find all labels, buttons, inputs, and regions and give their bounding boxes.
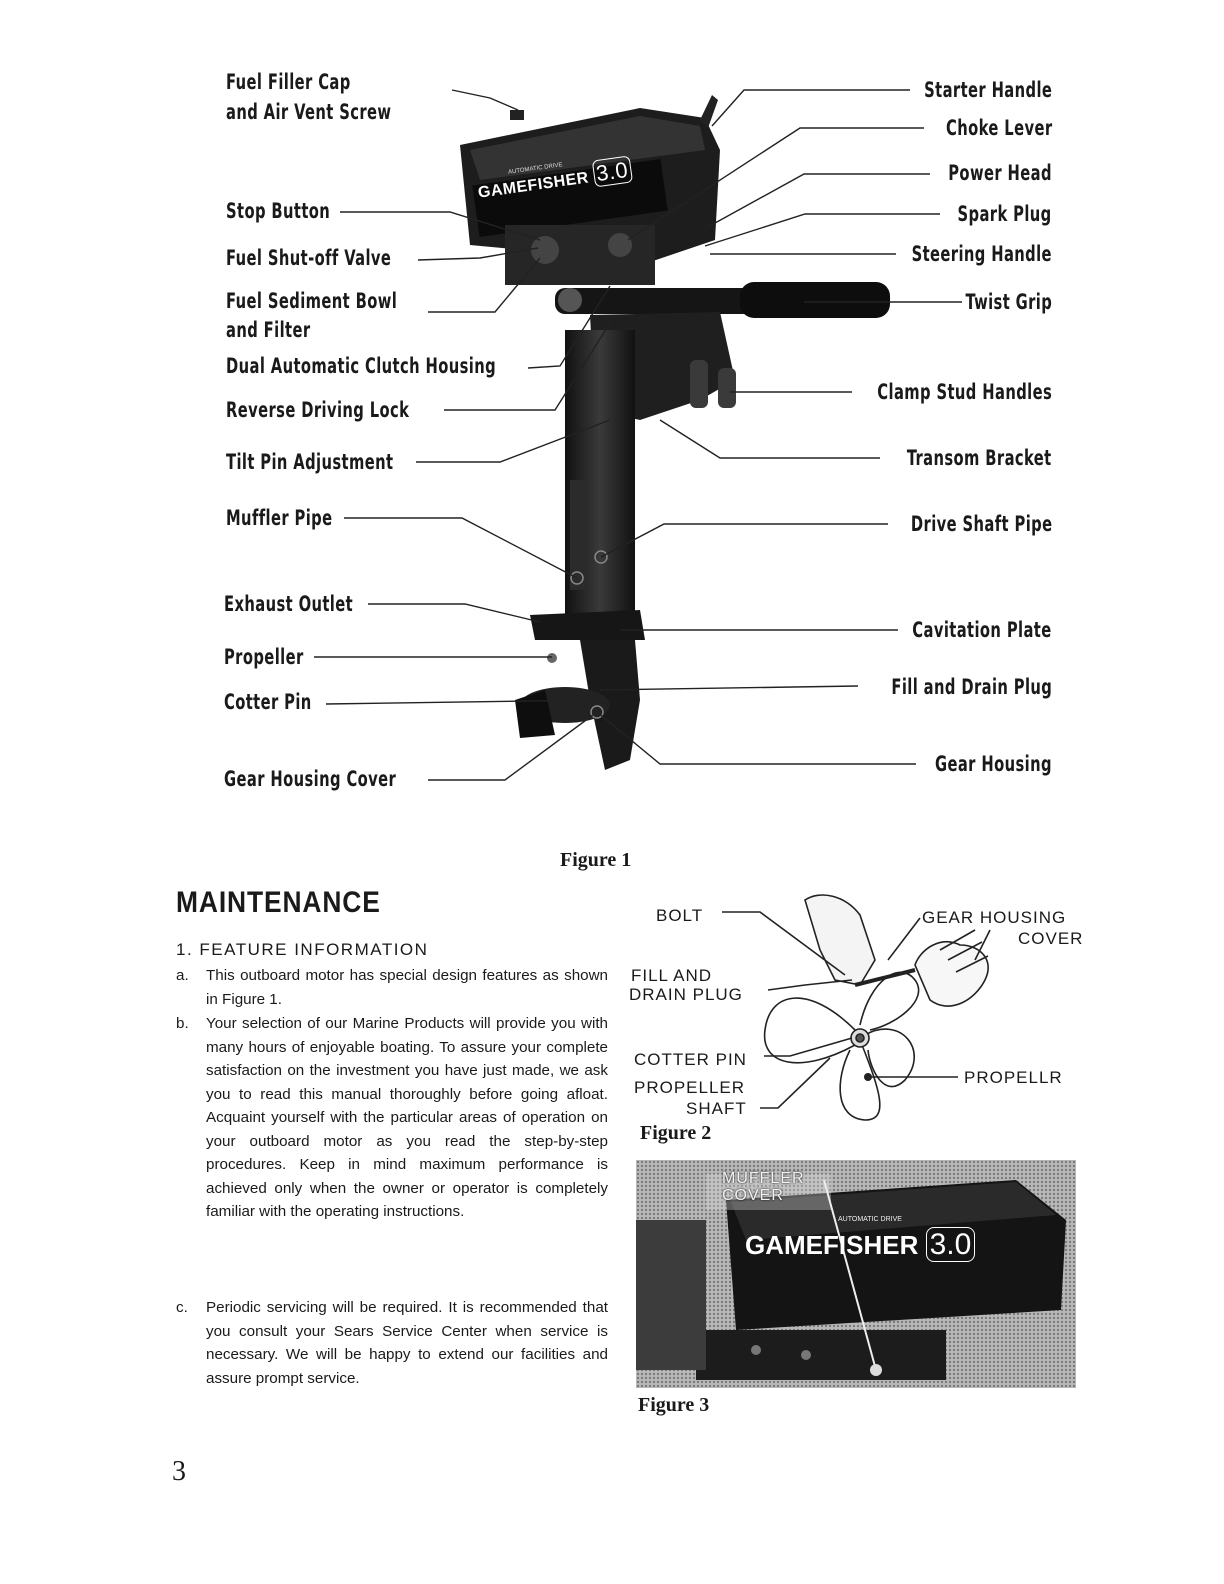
figure-3-badge-text: GAMEFISHER bbox=[745, 1230, 918, 1260]
figure-3-photo bbox=[636, 1160, 1076, 1388]
label-reverse-driving-lock: Reverse Driving Lock bbox=[226, 398, 409, 422]
item-text: This outboard motor has special design f… bbox=[206, 964, 608, 1011]
label-twist-grip: Twist Grip bbox=[965, 290, 1052, 314]
figure-2-propeller-label: PROPELLER bbox=[634, 1078, 745, 1097]
maintenance-item-c: c. Periodic servicing will be required. … bbox=[176, 1296, 608, 1390]
figure-3-caption: Figure 3 bbox=[638, 1394, 709, 1417]
figure-2-drain-plug-label: DRAIN PLUG bbox=[629, 985, 743, 1004]
item-marker: a. bbox=[176, 964, 189, 988]
label-fuel-filler-cap: Fuel Filler Cap bbox=[226, 70, 351, 94]
item-marker: c. bbox=[176, 1296, 188, 1320]
label-fill-and-drain-plug: Fill and Drain Plug bbox=[891, 675, 1052, 699]
label-cotter-pin: Cotter Pin bbox=[224, 690, 312, 714]
label-choke-lever: Choke Lever bbox=[946, 116, 1052, 140]
label-tilt-pin-adjustment: Tilt Pin Adjustment bbox=[226, 450, 393, 474]
figure-2-gear-housing-label: GEAR HOUSING bbox=[922, 908, 1066, 927]
page-number: 3 bbox=[172, 1456, 186, 1488]
figure-2-fill-and-label: FILL AND bbox=[631, 966, 712, 985]
label-power-head: Power Head bbox=[948, 161, 1052, 185]
label-spark-plug: Spark Plug bbox=[958, 202, 1052, 226]
figure-2-propellr-label: PROPELLR bbox=[964, 1068, 1063, 1087]
motor-drive-shaft bbox=[565, 330, 635, 630]
label-gear-housing: Gear Housing bbox=[935, 752, 1052, 776]
motor-steering-handle bbox=[555, 282, 890, 318]
item-text: Periodic servicing will be required. It … bbox=[206, 1296, 608, 1390]
label-and-filter: and Filter bbox=[226, 318, 310, 342]
label-gear-housing-cover: Gear Housing Cover bbox=[224, 767, 396, 791]
feature-information-heading: 1. FEATURE INFORMATION bbox=[176, 940, 428, 960]
figure-2-bolt-label: BOLT bbox=[656, 906, 703, 925]
figure-3-muffler-cover-label: MUFFLER COVER bbox=[722, 1170, 805, 1204]
label-fuel-sediment-bowl: Fuel Sediment Bowl bbox=[226, 289, 397, 313]
figure-1-caption: Figure 1 bbox=[560, 849, 631, 872]
label-fuel-shutoff-valve: Fuel Shut-off Valve bbox=[226, 246, 391, 270]
label-drive-shaft-pipe: Drive Shaft Pipe bbox=[910, 512, 1052, 536]
label-stop-button: Stop Button bbox=[226, 199, 330, 223]
label-starter-handle: Starter Handle bbox=[924, 78, 1052, 102]
label-clamp-stud-handles: Clamp Stud Handles bbox=[877, 380, 1052, 404]
label-dual-automatic-clutch-housing: Dual Automatic Clutch Housing bbox=[226, 354, 496, 378]
label-propeller: Propeller bbox=[224, 645, 304, 669]
label-steering-handle: Steering Handle bbox=[912, 242, 1052, 266]
label-transom-bracket: Transom Bracket bbox=[907, 446, 1052, 470]
figure-2-caption: Figure 2 bbox=[640, 1122, 711, 1145]
figure-2-shaft-label: SHAFT bbox=[686, 1099, 747, 1118]
figure-3-badge-hp: 3.0 bbox=[926, 1227, 976, 1262]
maintenance-heading: MAINTENANCE bbox=[176, 886, 381, 920]
figure-3-cover-text: COVER bbox=[722, 1187, 805, 1204]
figure-2-cover-label: COVER bbox=[1018, 929, 1083, 948]
figure-2-cotter-pin-label: COTTER PIN bbox=[634, 1050, 747, 1069]
item-text: Your selection of our Marine Products wi… bbox=[206, 1012, 608, 1224]
label-exhaust-outlet: Exhaust Outlet bbox=[224, 592, 353, 616]
figure-3-badge-small-text: AUTOMATIC DRIVE bbox=[838, 1216, 902, 1223]
figure-3-muffler-text: MUFFLER bbox=[722, 1170, 805, 1187]
label-muffler-pipe: Muffler Pipe bbox=[226, 506, 332, 530]
label-air-vent-screw: and Air Vent Screw bbox=[226, 100, 391, 124]
maintenance-item-b: b. Your selection of our Marine Products… bbox=[176, 1012, 608, 1224]
label-cavitation-plate: Cavitation Plate bbox=[913, 618, 1052, 642]
figure-3-engine-badge: GAMEFISHER 3.0 bbox=[745, 1228, 975, 1262]
maintenance-item-a: a. This outboard motor has special desig… bbox=[176, 964, 608, 1011]
item-marker: b. bbox=[176, 1012, 189, 1036]
